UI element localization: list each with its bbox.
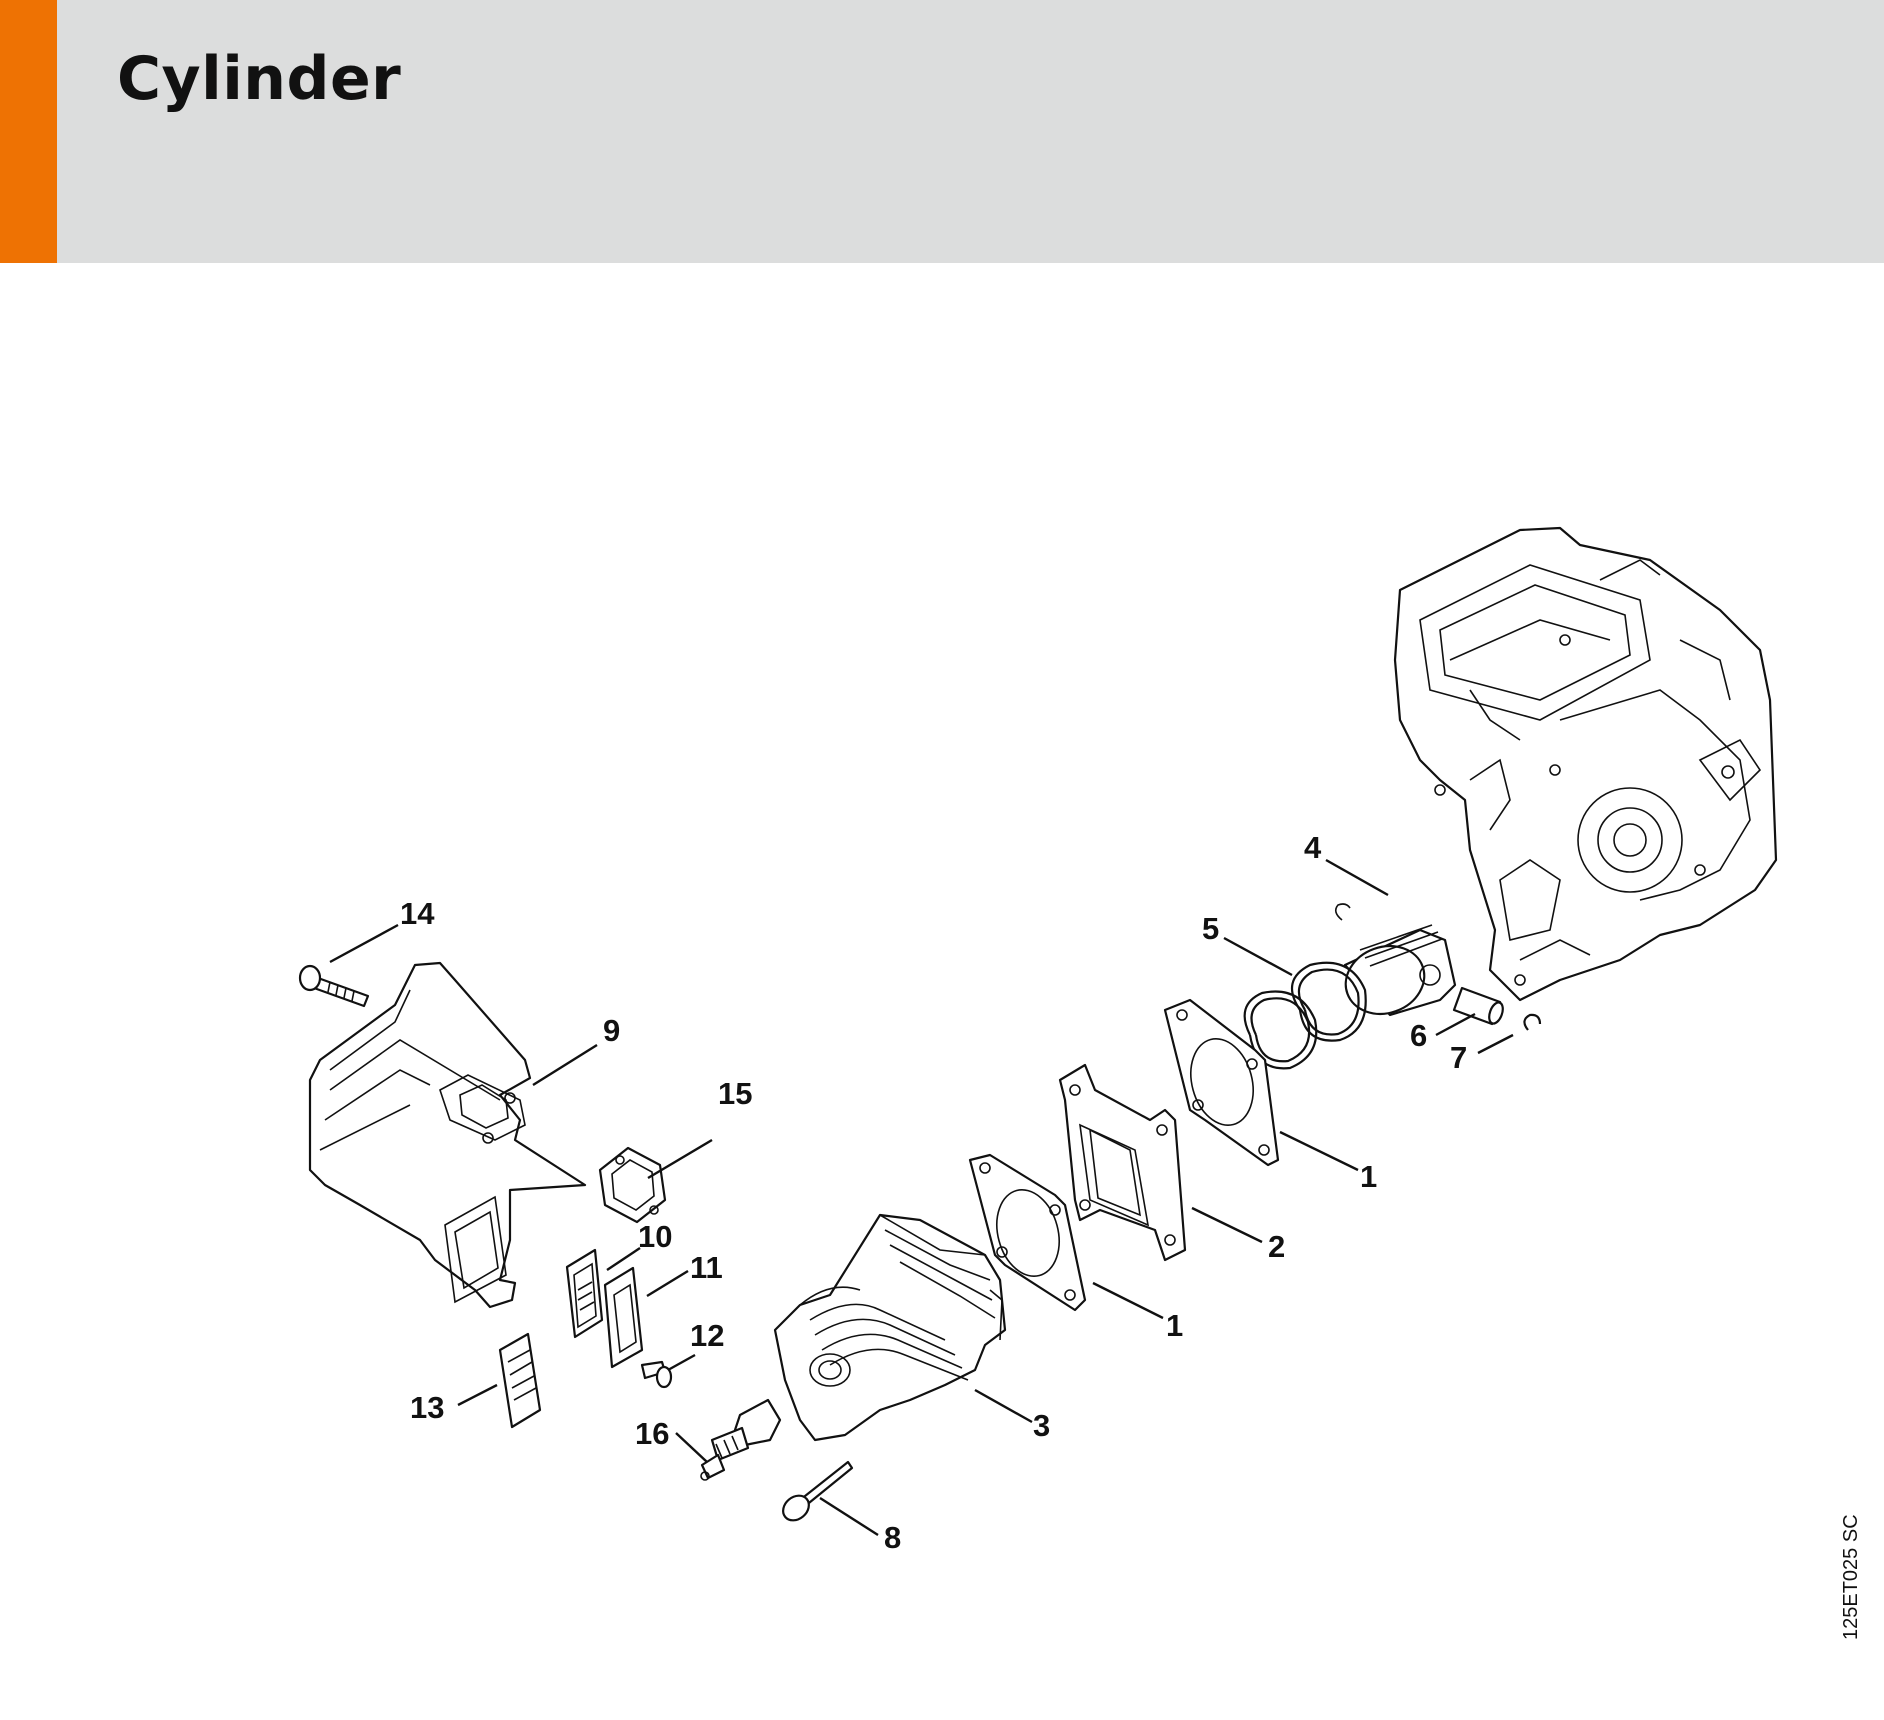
callout-label: 10 xyxy=(638,1219,672,1254)
callout-label: 13 xyxy=(410,1390,444,1425)
callout-label: 2 xyxy=(1268,1229,1285,1264)
gasket-10-drawing xyxy=(565,1248,604,1339)
callout-label: 12 xyxy=(690,1318,724,1353)
crankcase-drawing xyxy=(1393,526,1778,1002)
cylinder-base-spacer-drawing xyxy=(1058,1063,1187,1262)
callout-label: 14 xyxy=(400,896,435,931)
callout-label: 3 xyxy=(1033,1408,1050,1443)
callout-label: 8 xyxy=(884,1520,901,1555)
exploded-parts-diagram: 1 1 2 3 4 5 6 7 8 9 10 11 12 13 14 15 16 xyxy=(298,526,1778,1555)
callouts: 1 1 2 3 4 5 6 7 8 9 10 11 12 13 14 15 16 xyxy=(400,830,1467,1555)
piston-drawing xyxy=(1334,903,1457,1017)
cylinder-screw-drawing xyxy=(782,1460,854,1522)
callout-label: 16 xyxy=(635,1416,669,1451)
cylinder-drawing xyxy=(773,1213,1007,1442)
callout-label: 15 xyxy=(718,1076,752,1111)
muffler-drawing xyxy=(308,961,587,1309)
plate-11-drawing xyxy=(603,1266,644,1369)
callout-label: 9 xyxy=(603,1013,620,1048)
callout-label: 7 xyxy=(1450,1040,1467,1075)
screw-14-drawing xyxy=(298,964,370,1008)
gasket-15-drawing xyxy=(598,1146,667,1224)
leader-lines xyxy=(329,858,1514,1537)
diagram-reference-code: 125ET025 SC xyxy=(1840,1514,1862,1640)
callout-label: 11 xyxy=(690,1250,723,1285)
callout-label: 1 xyxy=(1360,1159,1377,1194)
callout-label: 4 xyxy=(1304,830,1322,865)
callout-label: 1 xyxy=(1166,1308,1183,1343)
header-band xyxy=(0,0,1884,263)
screen-13-drawing xyxy=(498,1332,542,1429)
spark-plug-drawing xyxy=(700,1398,782,1481)
accent-bar xyxy=(0,0,57,263)
screw-12-drawing xyxy=(640,1360,673,1389)
page-title: Cylinder xyxy=(117,44,402,114)
callout-label: 5 xyxy=(1202,911,1219,946)
gasket-lower-drawing xyxy=(968,1153,1087,1312)
piston-rings-drawing xyxy=(1243,961,1367,1070)
piston-pin-drawing xyxy=(1452,986,1542,1031)
callout-label: 6 xyxy=(1410,1018,1427,1053)
gasket-upper-drawing xyxy=(1163,998,1280,1167)
